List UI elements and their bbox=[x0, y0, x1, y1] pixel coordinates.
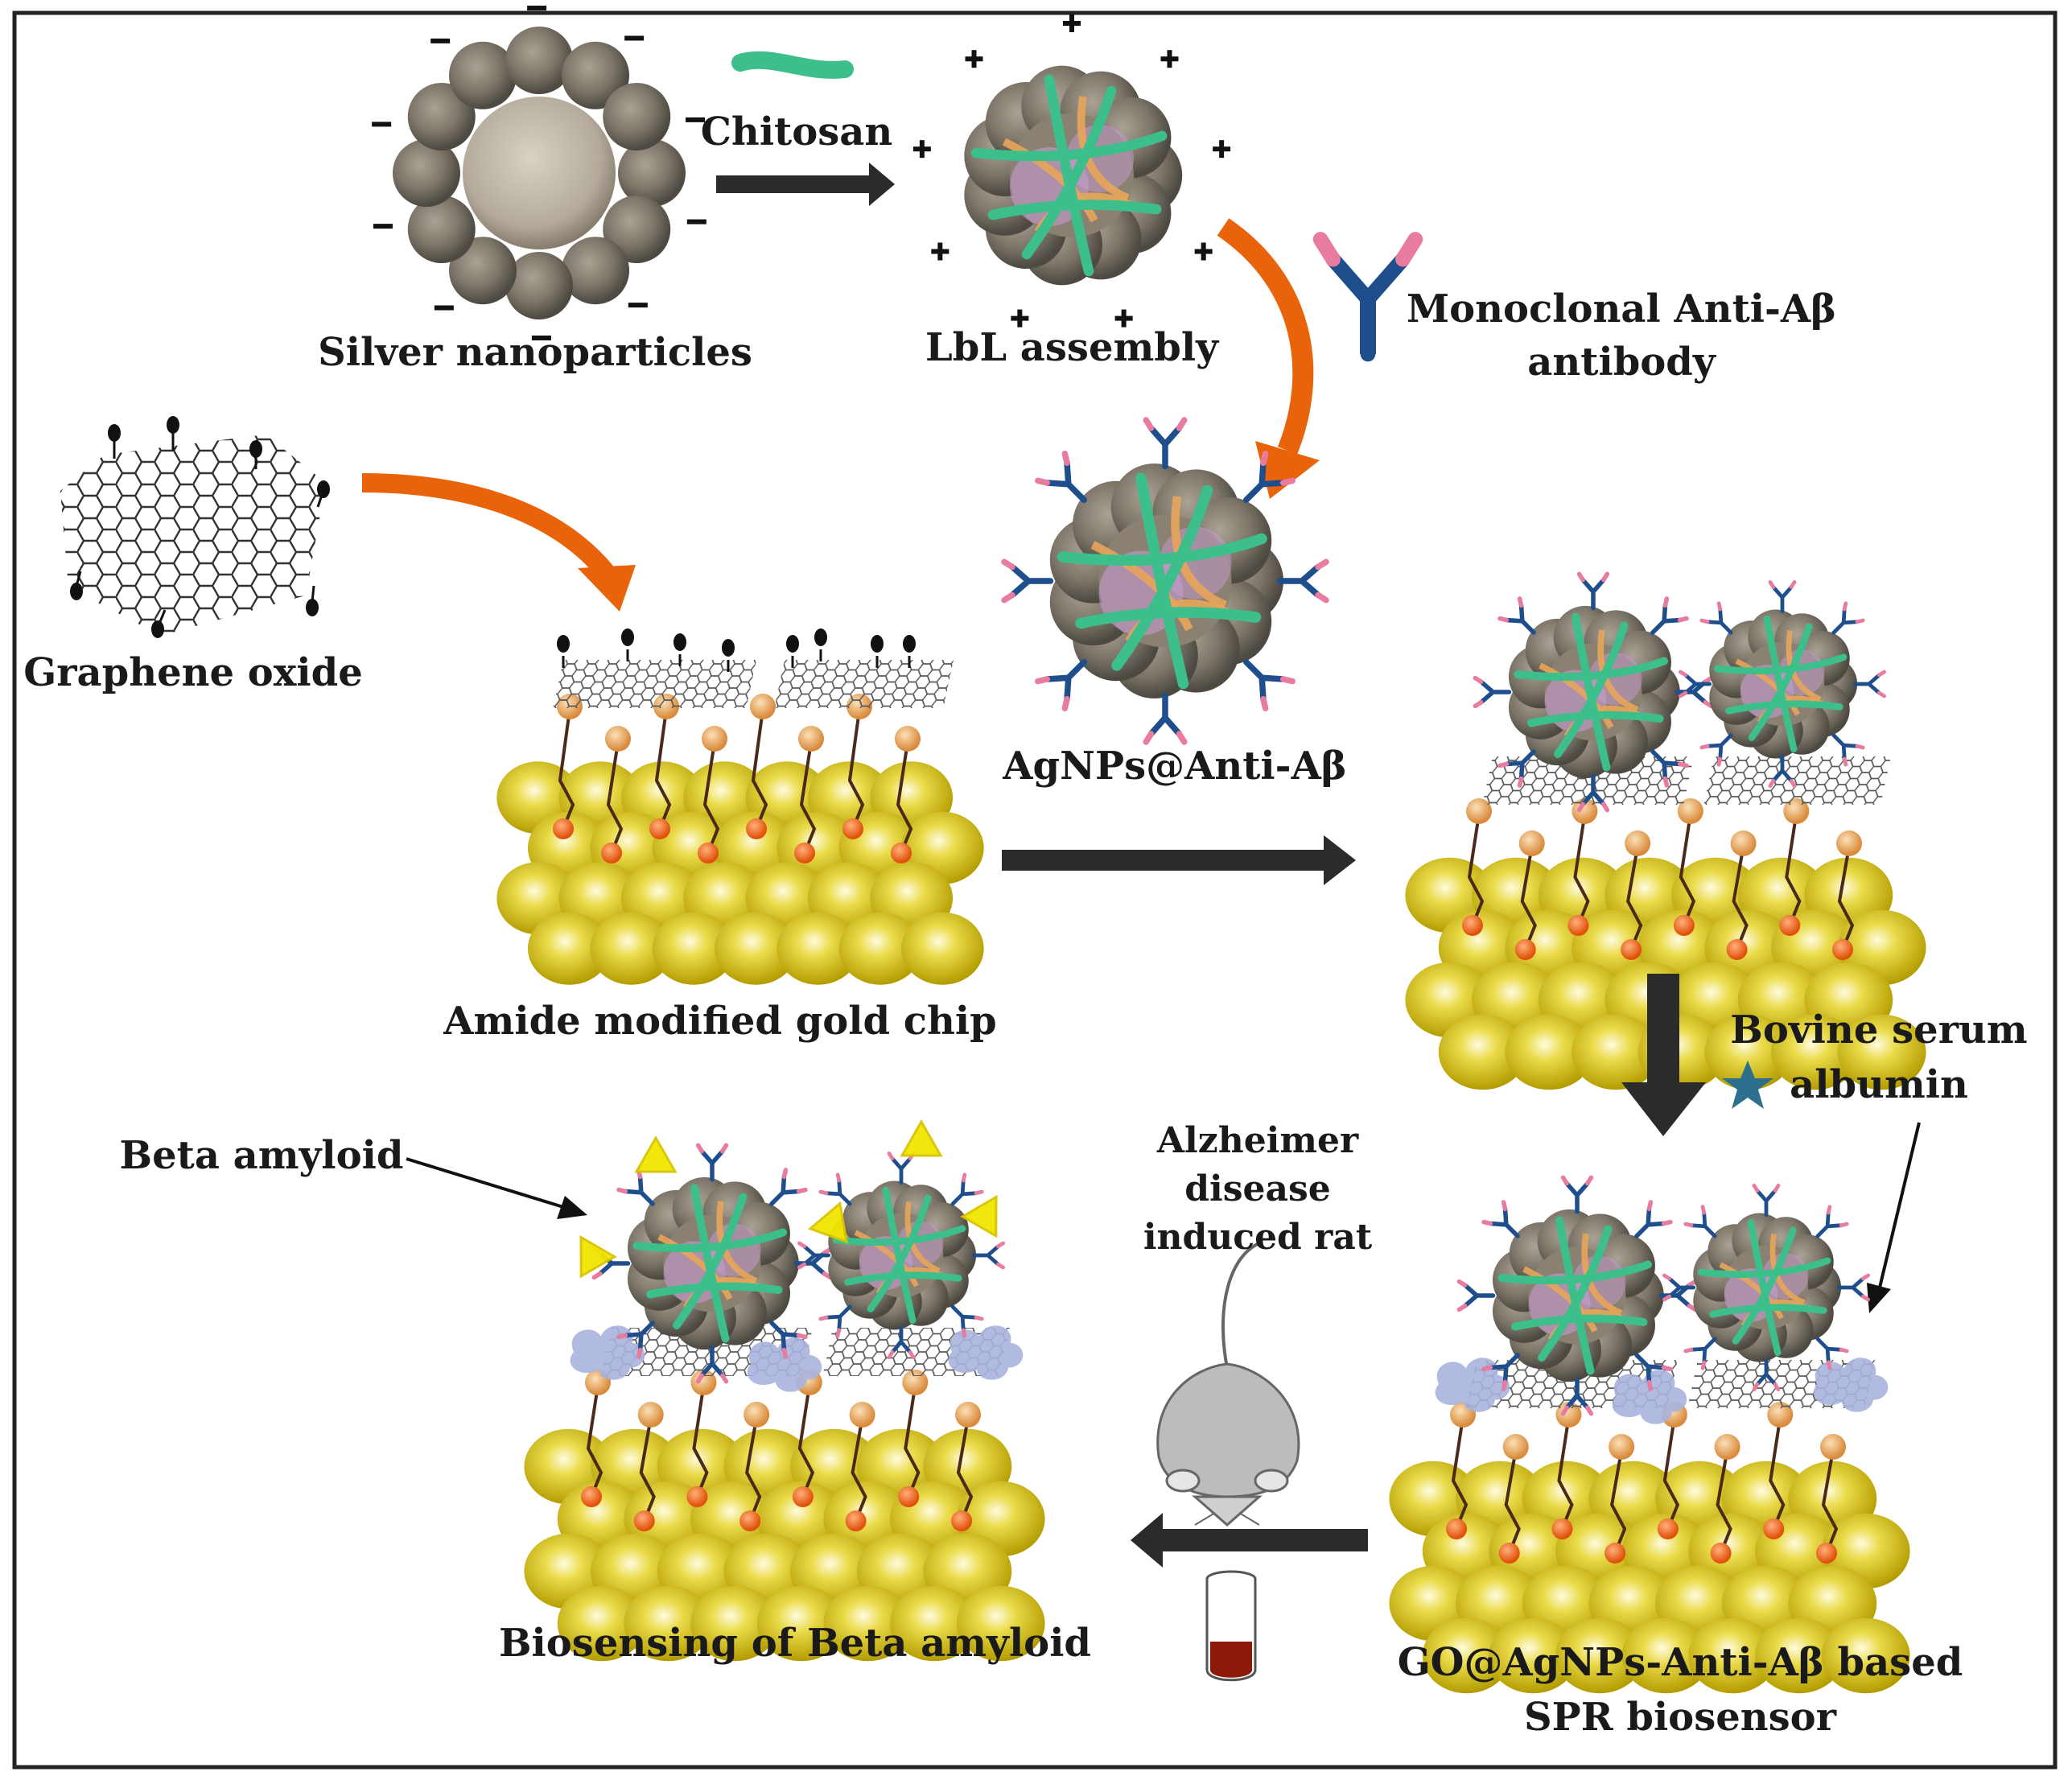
spr-biosensor-label-line1: GO@AgNPs-Anti-Aβ based bbox=[1398, 1640, 1963, 1685]
rat-icon bbox=[1156, 1242, 1300, 1527]
spr-biosensor-illustration bbox=[1389, 1177, 1910, 1694]
monoclonal-antibody-label-line1: Monoclonal Anti-Aβ bbox=[1407, 286, 1836, 332]
rat-label-line3: induced rat bbox=[1143, 1217, 1373, 1258]
go-agnps-chip-illustration bbox=[1405, 574, 1926, 1090]
beta-amyloid-pointer-arrow bbox=[406, 1157, 587, 1219]
assembly-arrow bbox=[1002, 835, 1356, 885]
graphene-oxide-label: Graphene oxide bbox=[23, 650, 363, 695]
biosensing-arrow bbox=[1131, 1513, 1368, 1568]
lbl-assembly-illustration bbox=[912, 14, 1231, 328]
chitosan-strand-icon bbox=[731, 51, 854, 79]
monoclonal-antibody-label-line2: antibody bbox=[1527, 340, 1717, 385]
bsa-star-icon bbox=[1722, 1061, 1773, 1109]
bsa-label-line2: albumin bbox=[1790, 1062, 1968, 1107]
bsa-pointer-arrow bbox=[1867, 1122, 1921, 1313]
biosensing-label: Biosensing of Beta amyloid bbox=[499, 1621, 1091, 1666]
orange-curved-arrow-lbl bbox=[1217, 218, 1320, 499]
silver-nanoparticles-label: Silver nanoparticles bbox=[318, 330, 752, 375]
bsa-label-line1: Bovine serum bbox=[1730, 1007, 2027, 1053]
biosensing-chip-illustration bbox=[524, 1119, 1045, 1662]
beta-amyloid-label: Beta amyloid bbox=[120, 1133, 404, 1178]
agnps-anti-abeta-label: AgNPs@Anti-Aβ bbox=[1002, 744, 1346, 789]
blood-sample-tube-icon bbox=[1205, 1570, 1257, 1682]
bsa-blocking-arrow bbox=[1621, 974, 1706, 1136]
agnps-anti-abeta-illustration bbox=[1004, 420, 1326, 742]
silver-nanoparticle-illustration bbox=[372, 6, 706, 340]
amide-gold-chip-illustration bbox=[496, 628, 984, 985]
chitosan-arrow bbox=[716, 163, 895, 206]
spr-biosensor-label-line2: SPR biosensor bbox=[1524, 1695, 1837, 1740]
figure-frame bbox=[12, 10, 2058, 1770]
amide-gold-chip-label: Amide modified gold chip bbox=[443, 999, 996, 1044]
orange-curved-arrow-go bbox=[361, 473, 636, 612]
lbl-assembly-label: LbL assembly bbox=[925, 325, 1220, 370]
rat-label-line2: disease bbox=[1184, 1168, 1331, 1209]
rat-label-line1: Alzheimer bbox=[1156, 1120, 1359, 1161]
chitosan-label: Chitosan bbox=[701, 109, 893, 155]
graphene-oxide-illustration bbox=[60, 416, 330, 638]
